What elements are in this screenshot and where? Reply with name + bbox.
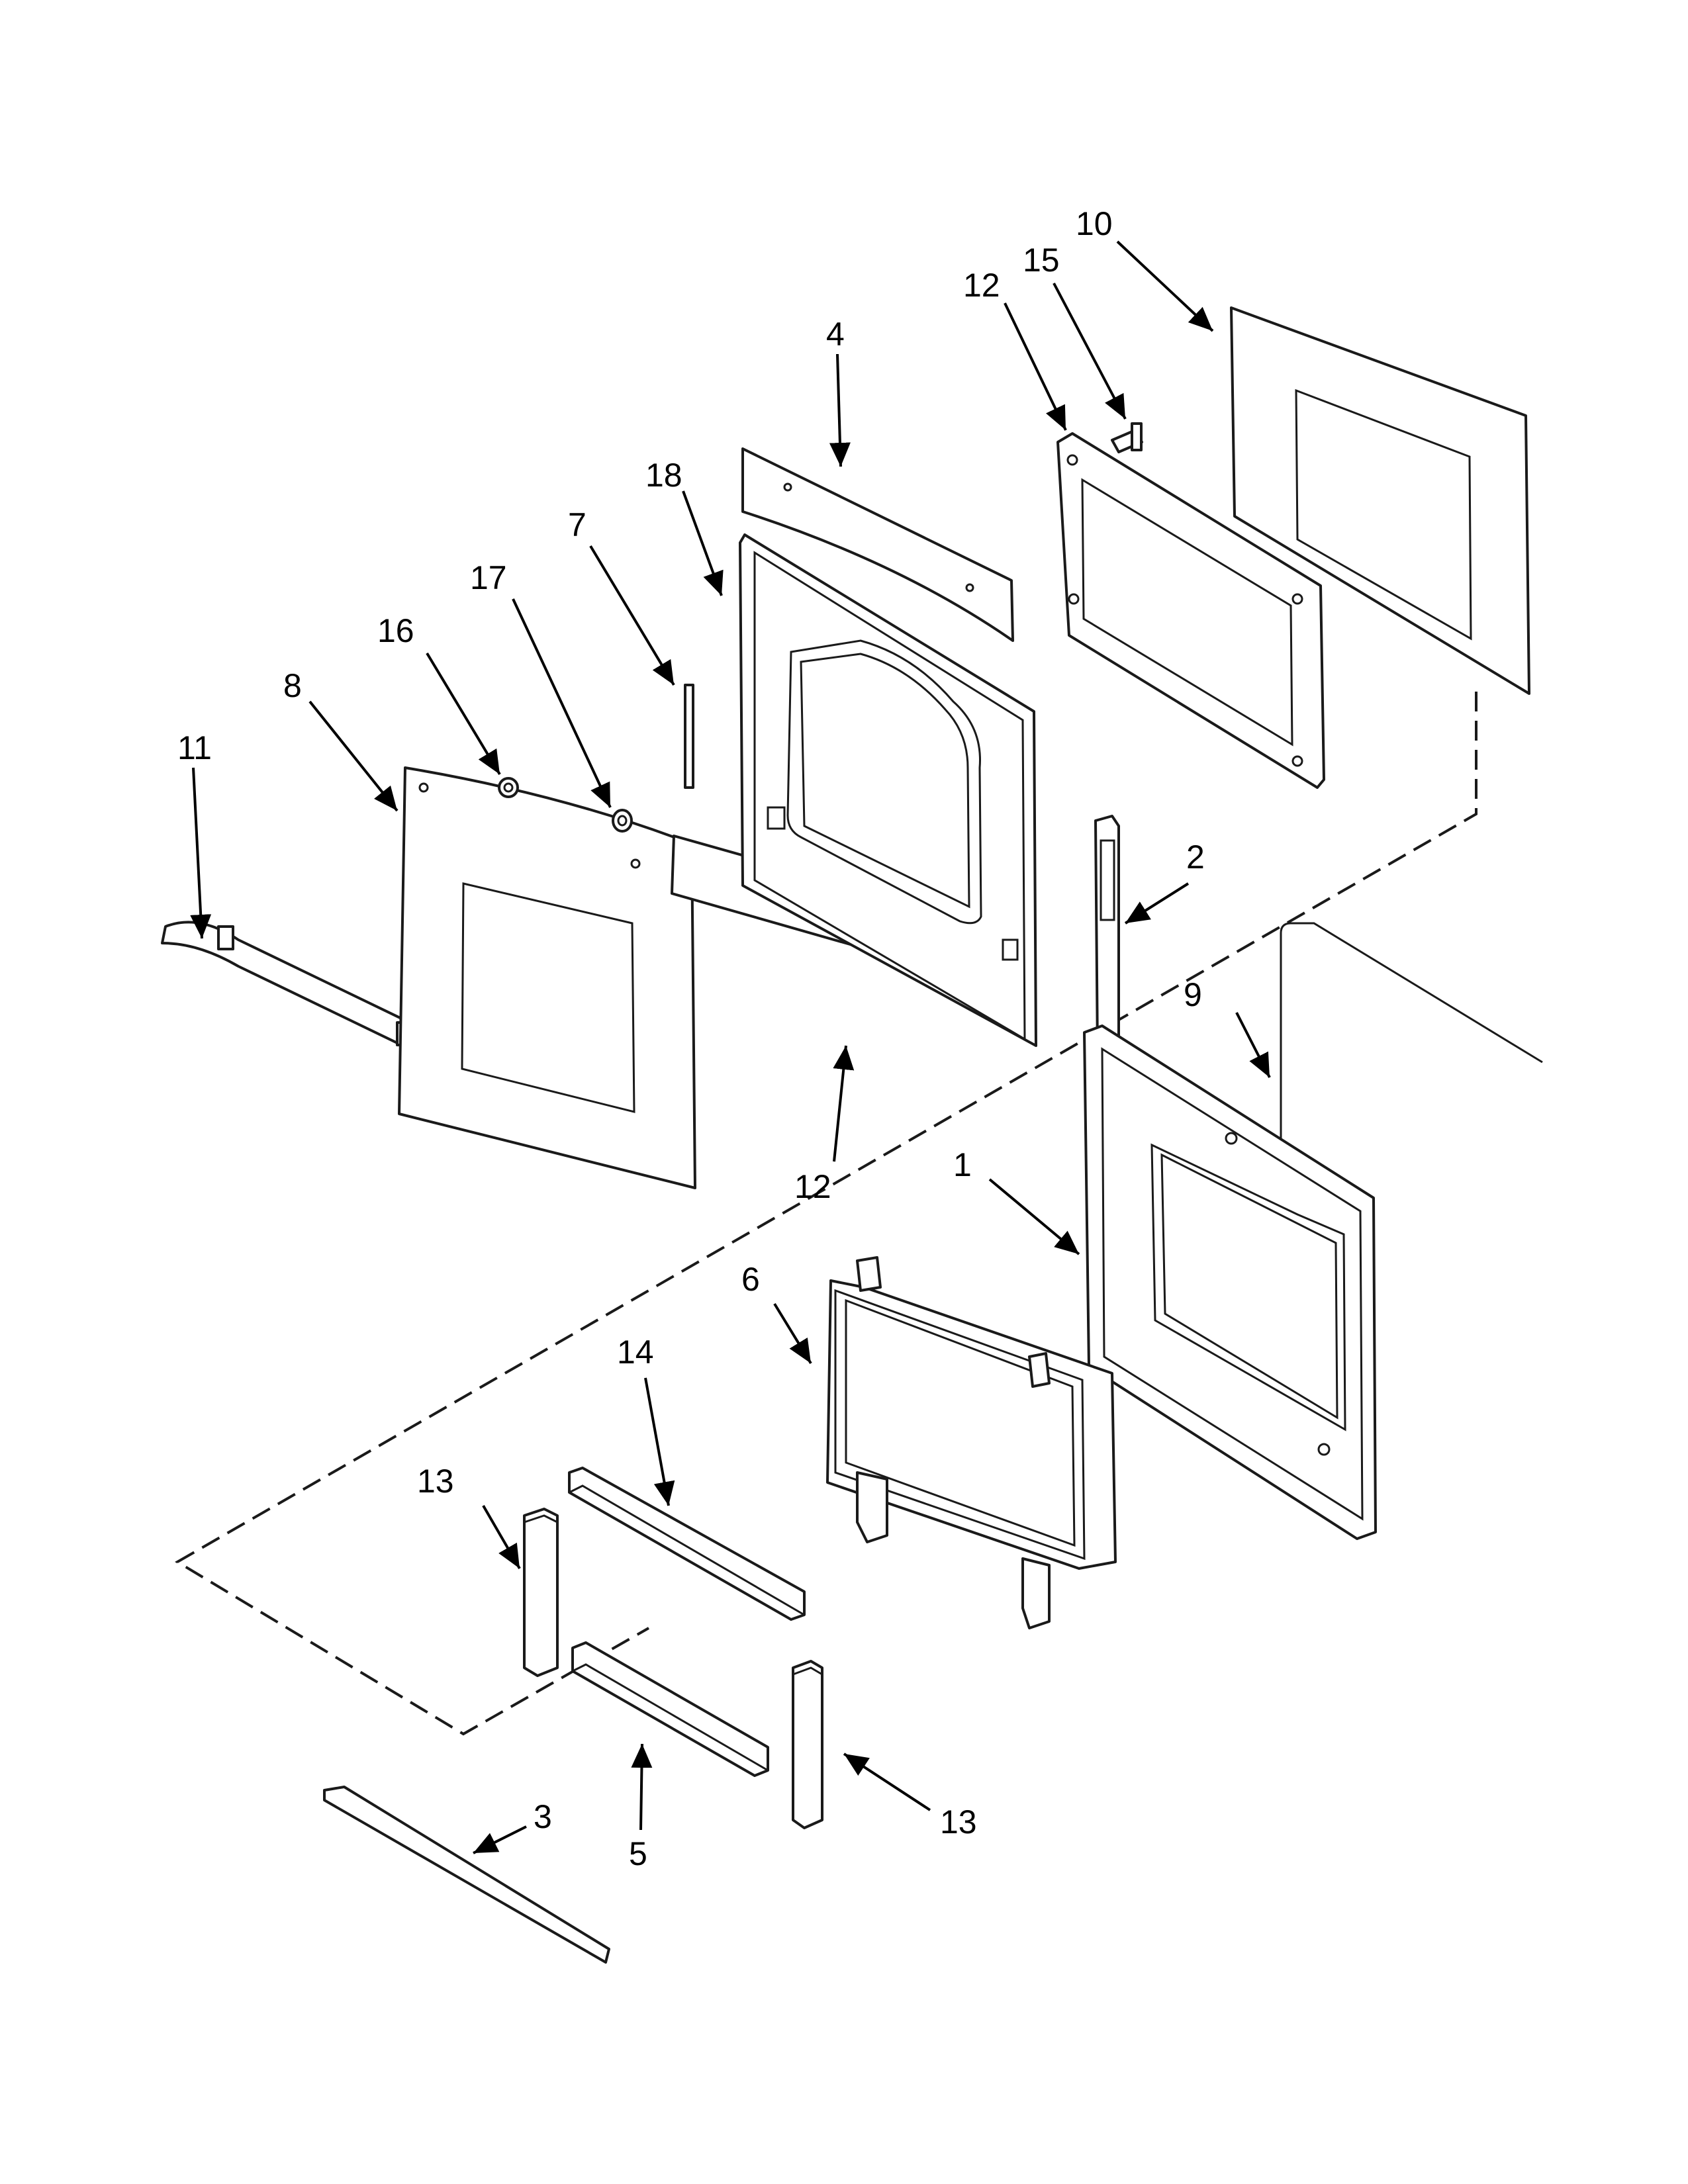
part-13-insulation-right [792, 1660, 823, 1829]
callout-1: 1 [953, 1146, 972, 1183]
callout-6: 6 [741, 1261, 760, 1298]
part-4-top-shield [741, 447, 1014, 642]
callout-10: 10 [1076, 205, 1113, 242]
part-7-trim-strip [684, 684, 694, 789]
part-9-door-gasket [1280, 922, 1543, 1171]
part-17-spacer [612, 809, 633, 833]
part-12-frame-plate [1056, 432, 1325, 789]
part-15-screw [1111, 422, 1143, 453]
callout-15: 15 [1023, 242, 1060, 279]
callout-7: 7 [568, 506, 586, 543]
callout-13-left: 13 [417, 1463, 454, 1500]
callout-3: 3 [534, 1798, 552, 1835]
callout-18: 18 [645, 457, 682, 494]
leader-lines [190, 240, 1271, 1854]
part-14-insulation-top [568, 1467, 806, 1621]
callout-16: 16 [377, 612, 414, 649]
callout-12-lower: 12 [794, 1168, 831, 1205]
callout-11: 11 [177, 729, 212, 766]
part-5-insulation-bottom [571, 1641, 769, 1777]
part-10-rear-glass [1230, 306, 1530, 695]
part-18-inner-door [739, 533, 1037, 1047]
part-3-bottom-trim [323, 1786, 610, 1964]
part-16-nut [498, 777, 519, 798]
callout-labels: 1 2 3 4 5 6 7 8 9 10 11 12 12 13 13 14 1… [177, 205, 1205, 1872]
callout-13-right: 13 [940, 1803, 977, 1841]
callout-14: 14 [617, 1334, 654, 1371]
part-6-window-frame [826, 1256, 1117, 1629]
callout-4: 4 [826, 316, 845, 353]
callout-5: 5 [629, 1835, 647, 1872]
part-13-insulation-left [523, 1508, 559, 1677]
callout-9: 9 [1184, 976, 1202, 1013]
callout-17: 17 [470, 559, 507, 596]
part-8-outer-glass [398, 766, 696, 1189]
callout-12-upper: 12 [963, 267, 1000, 304]
assembly-dashed-line [175, 692, 1477, 1736]
callout-8: 8 [283, 667, 302, 704]
part-2-hinge-bracket [1094, 815, 1120, 1062]
callout-2: 2 [1186, 839, 1205, 876]
part-1-door-frame [1083, 1024, 1377, 1540]
